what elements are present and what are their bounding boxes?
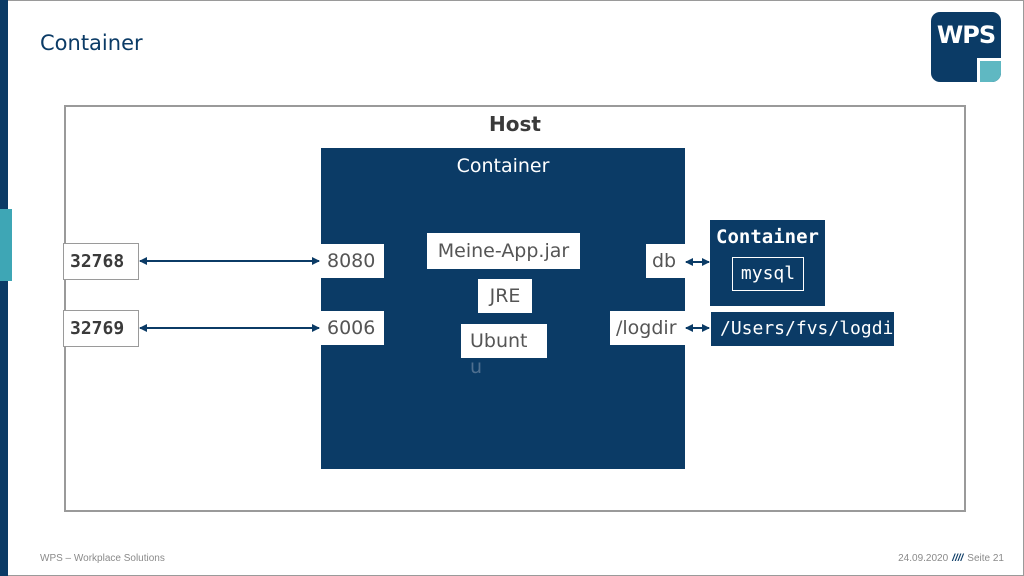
footer-info: 24.09.2020////Seite 21 <box>898 553 1004 564</box>
layer-app-jar: Meine-App.jar <box>427 233 580 269</box>
layer-jre: JRE <box>478 279 532 313</box>
mount-logdir: /logdir <box>610 311 685 345</box>
footer-page: Seite 21 <box>967 553 1004 564</box>
db-container <box>710 220 825 306</box>
mysql-service: mysql <box>732 257 804 291</box>
app-container-label: Container <box>456 155 550 177</box>
logo-text: WPS <box>936 21 996 49</box>
container-port-8080: 8080 <box>321 244 384 278</box>
mount-db: db <box>646 244 685 278</box>
db-container-label: Container <box>716 226 819 248</box>
slide-title: Container <box>40 31 143 55</box>
host-label: Host <box>489 112 541 136</box>
host-volume-path: /Users/fvs/logdir <box>711 312 904 346</box>
layer-ubuntu: Ubunt <box>461 324 547 358</box>
footer-separator: //// <box>952 553 964 564</box>
layer-ubuntu-overflow: u <box>470 356 483 378</box>
footer-date: 24.09.2020 <box>898 553 949 564</box>
wps-logo: WPS <box>931 12 1001 82</box>
side-accent <box>0 209 12 281</box>
side-bar <box>0 0 8 576</box>
container-port-6006: 6006 <box>321 311 384 345</box>
host-port-32769: 32769 <box>63 310 139 347</box>
logo-square <box>977 58 1001 82</box>
host-port-32768: 32768 <box>63 243 139 280</box>
footer-company: WPS – Workplace Solutions <box>40 553 165 564</box>
